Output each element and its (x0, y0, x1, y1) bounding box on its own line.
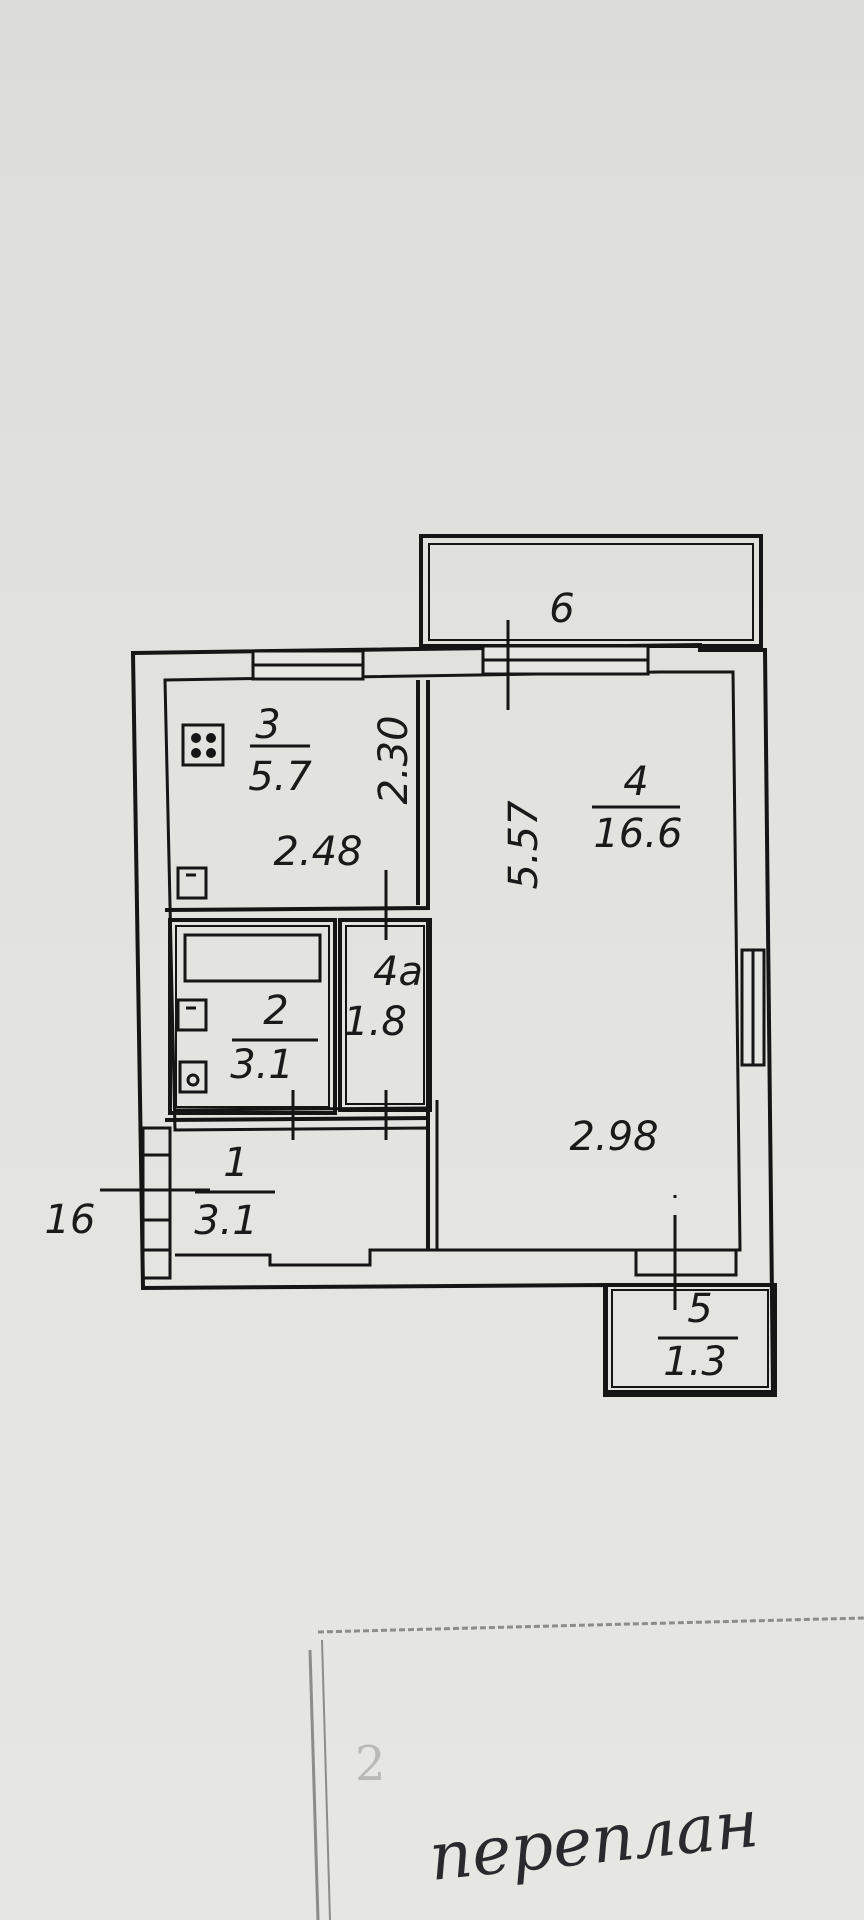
dimension-kitchen-length: 2.48 (273, 829, 362, 875)
balcony-5 (603, 1248, 777, 1397)
bathtub (183, 933, 322, 983)
stamp-faint-text: 2 (355, 1736, 386, 1792)
room-3-area: 5.7 (248, 754, 312, 800)
room-4a-area: 1.8 (343, 999, 407, 1045)
windows (251, 644, 766, 1067)
room-4-number: 4 (623, 759, 648, 805)
sink-icon (176, 866, 208, 1032)
room-4-area: 16.6 (593, 811, 682, 857)
room-1-number: 1 (223, 1140, 248, 1186)
fraction-lines (195, 744, 738, 1340)
dimension-room-4-length: 5.57 (501, 800, 547, 890)
dimension-room-4-width: 2.98 (569, 1114, 658, 1160)
room-5-number: 5 (687, 1286, 712, 1332)
room-3-number: 3 (255, 702, 280, 748)
room-2-number: 2 (263, 988, 288, 1034)
outer-walls (130, 642, 776, 1394)
dimension-kitchen-width: 2.30 (371, 715, 417, 804)
entrance-steps (141, 1126, 428, 1280)
room-4a-number: 4а (373, 949, 423, 995)
room-6-number: 6 (549, 586, 574, 632)
handwritten-note: переплан (426, 1785, 762, 1896)
room-5-area: 1.3 (663, 1339, 727, 1385)
room-1-area: 3.1 (194, 1198, 258, 1244)
toilet-icon (178, 1060, 208, 1094)
stamp-frame (308, 1616, 864, 1920)
marker-16: 16 (45, 1197, 96, 1243)
balcony-6 (419, 534, 763, 648)
tick-marks (100, 620, 677, 1310)
room-2-area: 3.1 (230, 1042, 294, 1088)
stove-icon (181, 723, 225, 767)
